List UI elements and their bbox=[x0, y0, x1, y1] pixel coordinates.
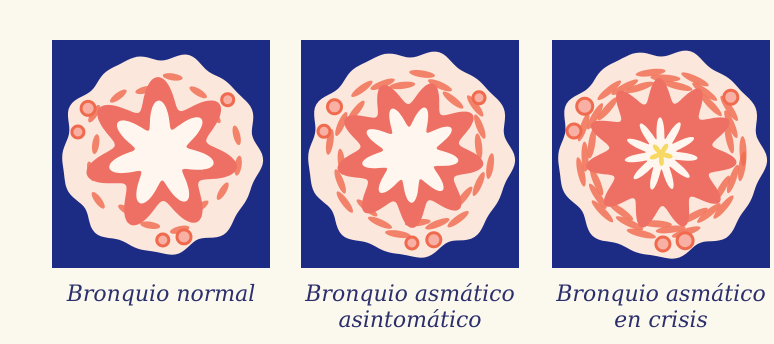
caption-normal: Bronquio normal bbox=[31, 282, 291, 308]
gland-circle bbox=[567, 124, 581, 138]
normal-bronchus-illustration bbox=[52, 40, 270, 268]
asymptomatic-bronchus-illustration bbox=[301, 40, 519, 268]
gland-circle bbox=[427, 233, 441, 247]
caption-asymptomatic-line1: Bronquio asmático bbox=[280, 282, 540, 308]
gland-circle bbox=[677, 233, 693, 249]
panel-crisis-bronchus bbox=[552, 40, 770, 268]
gland-circle bbox=[473, 92, 485, 104]
panel-asymptomatic-bronchus bbox=[301, 40, 519, 268]
crisis-bronchus-illustration bbox=[552, 40, 770, 268]
caption-asymptomatic-line2: asintomático bbox=[280, 308, 540, 334]
gland-circle bbox=[318, 125, 330, 137]
gland-circle bbox=[157, 234, 169, 246]
caption-crisis: Bronquio asmático en crisis bbox=[531, 282, 774, 334]
gland-circle bbox=[724, 90, 738, 104]
caption-crisis-line2: en crisis bbox=[531, 308, 774, 334]
gland-circle bbox=[177, 230, 191, 244]
gland-circle bbox=[81, 101, 95, 115]
gland-circle bbox=[656, 237, 670, 251]
gland-circle bbox=[577, 98, 593, 114]
gland-circle bbox=[406, 237, 418, 249]
gland-circle bbox=[328, 100, 342, 114]
gland-circle bbox=[72, 126, 84, 138]
caption-normal-line1: Bronquio normal bbox=[31, 282, 291, 308]
caption-asymptomatic: Bronquio asmático asintomático bbox=[280, 282, 540, 334]
panel-normal-bronchus bbox=[52, 40, 270, 268]
caption-crisis-line1: Bronquio asmático bbox=[531, 282, 774, 308]
gland-circle bbox=[222, 94, 234, 106]
